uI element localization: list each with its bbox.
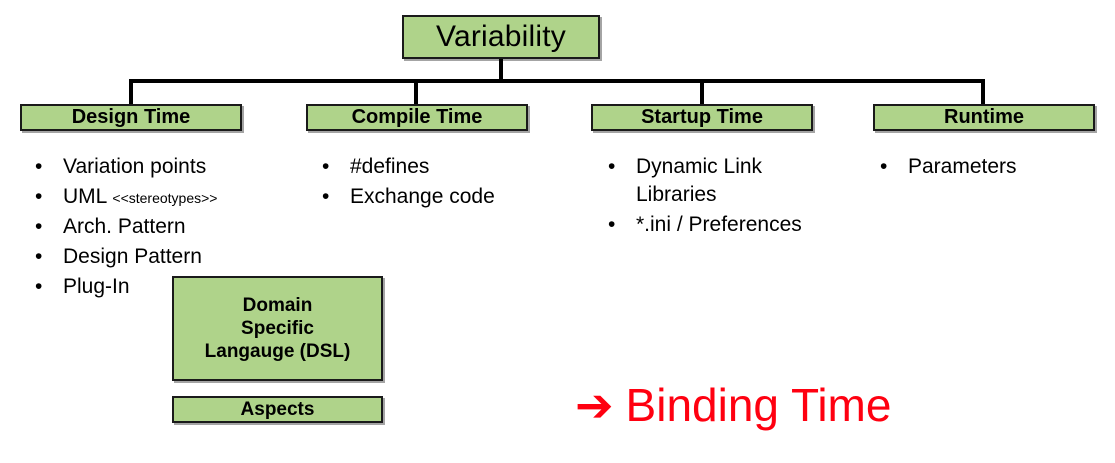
node-compile-time-label: Compile Time xyxy=(351,106,483,128)
list-item-label-stereotype: <<stereotypes>> xyxy=(112,189,218,206)
bullet-icon: • xyxy=(608,212,616,236)
bullet-list-design-time: • Variation points • UML <<stereotypes>>… xyxy=(35,153,300,303)
binding-time-label: Binding Time xyxy=(625,379,892,431)
node-startup-time: Startup Time xyxy=(591,104,813,131)
list-item-label: Design Pattern xyxy=(63,244,202,268)
connector-drop-startup-time xyxy=(700,79,704,106)
list-item-label: Arch. Pattern xyxy=(63,214,186,238)
list-item-label: Exchange code xyxy=(350,184,495,208)
node-variability: Variability xyxy=(402,15,600,59)
bullet-icon: • xyxy=(322,155,330,178)
bullet-icon: • xyxy=(35,184,43,208)
list-item-label: Plug-In xyxy=(63,274,130,298)
node-domain-specific-language-label: Domain Specific Langauge (DSL) xyxy=(204,294,351,363)
bullet-icon: • xyxy=(35,274,43,298)
bullet-icon: • xyxy=(35,244,43,268)
connector-drop-compile-time xyxy=(414,79,418,106)
bullet-list-compile-time: • #defines • Exchange code xyxy=(322,153,572,213)
node-startup-time-label: Startup Time xyxy=(641,106,763,128)
connector-drop-runtime xyxy=(981,79,985,106)
node-aspects: Aspects xyxy=(172,396,383,423)
list-item-label: Dynamic Link Libraries xyxy=(636,155,763,206)
list-item-label: UML <<stereotypes>> xyxy=(63,183,300,211)
list-item-label: #defines xyxy=(350,155,430,178)
bullet-list-runtime: • Parameters xyxy=(880,153,1095,183)
list-item-label: Variation points xyxy=(63,155,207,178)
node-design-time: Design Time xyxy=(20,104,242,131)
bullet-list-startup-time: • Dynamic Link Libraries • *.ini / Prefe… xyxy=(608,153,866,241)
list-item-label: *.ini / Preferences xyxy=(636,212,802,236)
list-item: • *.ini / Preferences xyxy=(608,211,866,239)
node-domain-specific-language: Domain Specific Langauge (DSL) xyxy=(172,276,383,381)
node-runtime: Runtime xyxy=(873,104,1095,131)
node-runtime-label: Runtime xyxy=(944,106,1024,128)
right-arrow-icon: ➔ xyxy=(575,378,614,432)
list-item: • Plug-In xyxy=(35,273,300,301)
connector-root-stem xyxy=(499,59,503,83)
bullet-icon: • xyxy=(880,155,888,178)
list-item: • Parameters xyxy=(880,153,1095,181)
list-item: • Exchange code xyxy=(322,183,572,211)
bullet-icon: • xyxy=(322,184,330,208)
node-compile-time: Compile Time xyxy=(306,104,528,131)
connector-drop-design-time xyxy=(129,79,133,106)
list-item: • Design Pattern xyxy=(35,243,300,271)
node-variability-label: Variability xyxy=(435,20,567,53)
bullet-icon: • xyxy=(35,155,43,178)
list-item: • Dynamic Link Libraries xyxy=(608,153,866,209)
bullet-icon: • xyxy=(35,214,43,238)
node-aspects-label: Aspects xyxy=(240,398,315,420)
list-item: • UML <<stereotypes>> xyxy=(35,183,300,211)
bullet-icon: • xyxy=(608,155,616,178)
connector-horizontal-bus xyxy=(129,79,985,83)
binding-time-callout: ➔ Binding Time xyxy=(575,382,891,428)
list-item-label-main: UML xyxy=(63,184,113,208)
list-item: • #defines xyxy=(322,153,572,181)
node-design-time-label: Design Time xyxy=(71,106,191,128)
list-item: • Arch. Pattern xyxy=(35,213,300,241)
list-item-label: Parameters xyxy=(908,155,1017,178)
list-item: • Variation points xyxy=(35,153,300,181)
